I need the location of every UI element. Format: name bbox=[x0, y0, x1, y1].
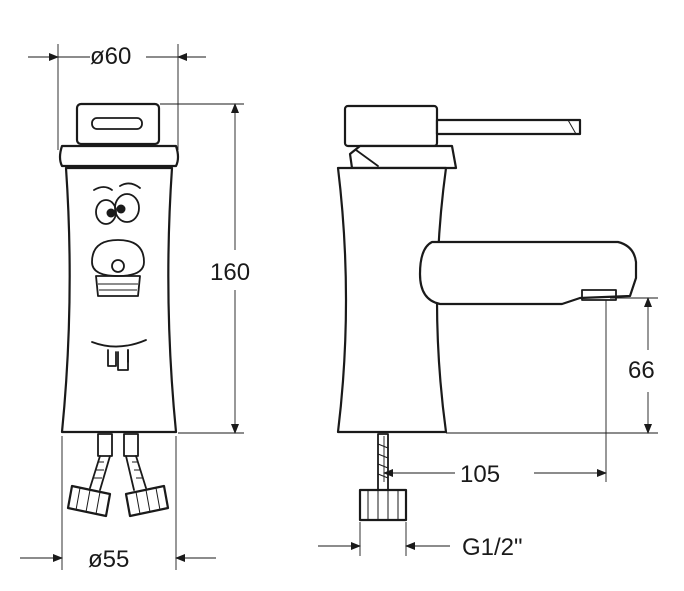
label-top-diameter: ø60 bbox=[90, 43, 131, 70]
face-decoration bbox=[91, 182, 147, 371]
dim-height: 160 bbox=[160, 103, 250, 434]
front-view: ø60 ø55 160 bbox=[20, 43, 250, 573]
dim-spout-height: 66 bbox=[446, 297, 658, 434]
label-spout-reach: 105 bbox=[460, 461, 500, 488]
label-spout-height: 66 bbox=[628, 357, 655, 384]
front-handle-cap bbox=[58, 102, 180, 168]
dim-bottom-diameter: ø55 bbox=[20, 436, 216, 573]
spout-aerator bbox=[581, 289, 617, 301]
side-view: 66 105 G1/2" bbox=[318, 104, 658, 561]
side-body bbox=[336, 166, 448, 434]
label-height: 160 bbox=[210, 259, 250, 286]
dim-spout-reach: 105 bbox=[383, 300, 607, 488]
dim-thread: G1/2" bbox=[318, 522, 523, 561]
side-spout bbox=[418, 240, 638, 306]
front-inlet-hoses bbox=[66, 433, 170, 518]
side-handle bbox=[343, 104, 582, 170]
label-bottom-diameter: ø55 bbox=[88, 546, 129, 573]
front-body bbox=[60, 166, 178, 434]
dim-top-diameter: ø60 bbox=[28, 43, 206, 150]
label-thread: G1/2" bbox=[462, 534, 523, 561]
side-inlet bbox=[358, 433, 408, 522]
